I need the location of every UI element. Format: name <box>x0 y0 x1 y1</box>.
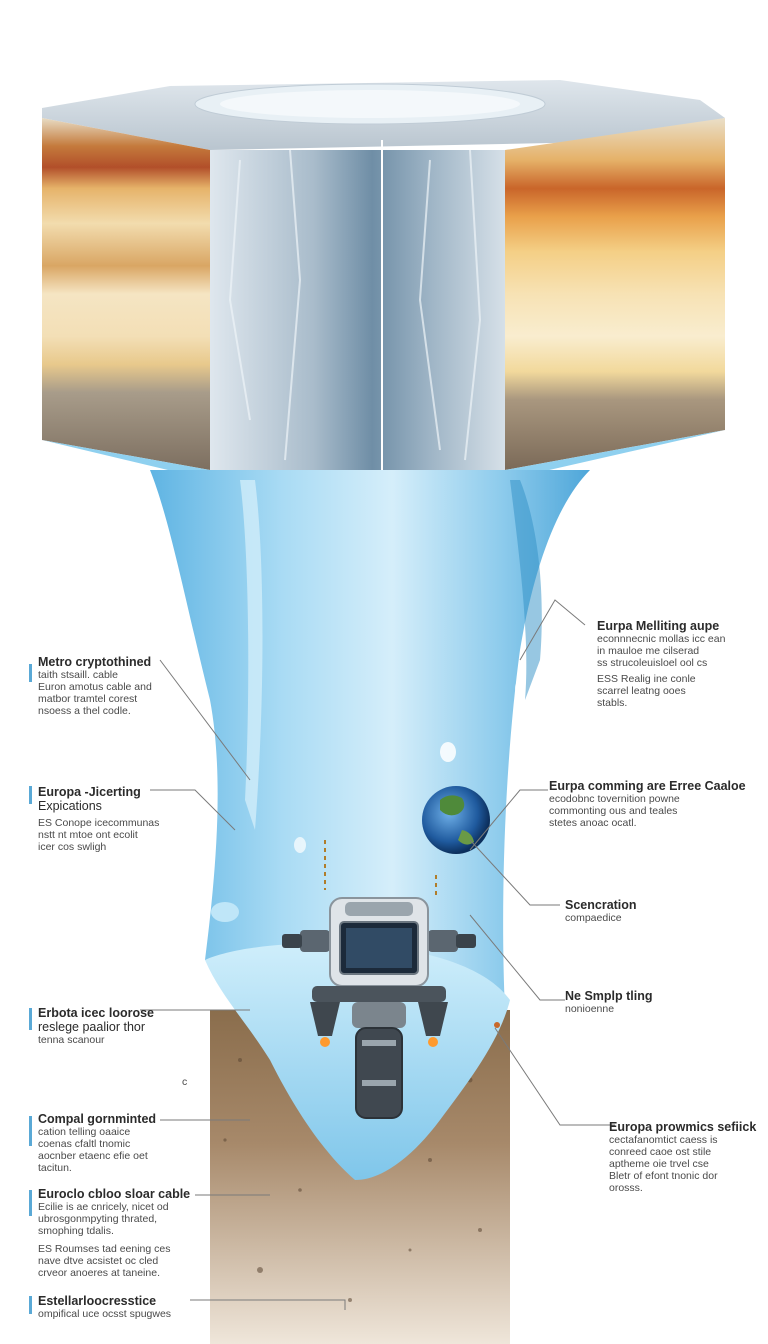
label-euroclo-line-2: ubrosgonmpyting thrated, <box>38 1213 158 1225</box>
accent-bar <box>29 786 32 804</box>
label-melting-line-2: in mauloe me cilserad <box>597 645 700 657</box>
label-erbota-sub: reslege paalior thor <box>38 1020 146 1034</box>
label-melting-more-2: scarrel leatng ooes <box>597 685 686 697</box>
stray-glyph: c <box>182 1076 187 1088</box>
label-compal-line-2: coenas cfaltl tnomic <box>38 1138 131 1150</box>
label-comming-line-1: ecodobnc tovernition powne <box>549 793 680 805</box>
accent-bar <box>29 1190 32 1216</box>
label-europa-jicerting-line-1: ES Conope icecommunas <box>38 817 160 829</box>
label-scencration: Scencration compaedice <box>565 898 637 924</box>
label-estellar-title: Estellarloocresstice <box>38 1294 157 1308</box>
label-prowmics: Europa prowmics sefiick cectafanomtict c… <box>609 1120 756 1194</box>
label-metro-line-2: Euron amotus cable and <box>38 681 152 693</box>
label-europa-jicerting: Europa -Jicerting Expications ES Conope … <box>38 785 159 853</box>
label-melting-title: Eurpa Melliting aupe <box>597 619 720 633</box>
label-melting-line-1: econnnecnic mollas icc ean <box>597 633 726 645</box>
label-erbota-title: Erbota icec loorose <box>38 1006 155 1020</box>
accent-bar <box>29 1008 32 1030</box>
label-prowmics-line-4: Bletr of efont tnonic dor <box>609 1170 718 1182</box>
label-melting-line-3: ss strucoleuisloel ool cs <box>597 657 708 669</box>
label-euroclo-line-1: Ecilie is ae cnricely, nicet od <box>38 1201 169 1213</box>
label-erbota: Erbota icec loorose reslege paalior thor… <box>38 1006 154 1046</box>
label-euroclo-line-3: smophing tdalis. <box>38 1225 114 1237</box>
label-estellar: Estellarloocresstice ompifical uce ocsst… <box>38 1294 171 1320</box>
strata-left <box>42 118 210 470</box>
label-europa-jicerting-line-3: icer cos swligh <box>38 841 107 853</box>
label-erbota-line-1: tenna scanour <box>38 1034 105 1046</box>
label-euroclo-bullet-3: crveor anoeres at taneine. <box>38 1267 160 1279</box>
label-metro: Metro cryptothined taith stsaill. cable … <box>38 655 152 717</box>
label-comming-title: Eurpa comming are Erree Caaloe <box>549 779 746 793</box>
label-estellar-line-1: ompifical uce ocsst spugwes <box>38 1308 172 1320</box>
label-prowmics-line-1: cectafanomtict caess is <box>609 1134 718 1146</box>
label-sampling: Ne Smplp tling nonioenne <box>565 989 653 1015</box>
label-melting: Eurpa Melliting aupe econnnecnic mollas … <box>597 619 725 709</box>
accent-bar <box>29 1296 32 1314</box>
label-euroclo-bullet-2: nave dtve acsistet oc cled <box>38 1255 159 1267</box>
label-europa-jicerting-sub: Expications <box>38 799 102 813</box>
label-metro-line-1: taith stsaill. cable <box>38 669 118 681</box>
strata-right <box>505 118 725 470</box>
cryobot-probe <box>282 840 476 1119</box>
label-scencration-line-1: compaedice <box>565 912 622 924</box>
label-sampling-title: Ne Smplp tling <box>565 989 653 1003</box>
accent-bar <box>29 664 32 682</box>
label-euroclo-bullet-1: ES Roumses tad eening ces <box>38 1243 171 1255</box>
stray-glyph-text: c <box>182 1076 188 1088</box>
label-metro-line-4: nsoess a thel codle. <box>38 705 131 717</box>
accent-bar <box>29 1116 32 1146</box>
label-metro-line-3: matbor tramtel corest <box>38 693 138 705</box>
label-europa-jicerting-line-2: nstt nt mtoe ont ecolit <box>38 829 138 841</box>
leader-lines <box>140 599 615 1310</box>
label-europa-jicerting-title: Europa -Jicerting <box>38 785 141 799</box>
label-euroclo: Euroclo cbloo sloar cable Ecilie is ae c… <box>38 1187 190 1279</box>
label-prowmics-title: Europa prowmics sefiick <box>609 1120 757 1134</box>
label-compal: Compal gornminted cation telling oaaice … <box>38 1112 156 1174</box>
label-sampling-line-1: nonioenne <box>565 1003 615 1015</box>
label-compal-title: Compal gornminted <box>38 1112 157 1126</box>
label-metro-title: Metro cryptothined <box>38 655 152 669</box>
label-comming: Eurpa comming are Erree Caaloe ecodobnc … <box>549 779 746 829</box>
label-compal-line-3: aocnber etaenc efie oet <box>38 1150 148 1162</box>
label-prowmics-line-5: orosss. <box>609 1182 643 1194</box>
label-compal-line-4: tacitun. <box>38 1162 72 1174</box>
label-scencration-title: Scencration <box>565 898 637 912</box>
label-melting-more-3: stabls. <box>597 697 628 709</box>
ice-shelf-interior <box>210 150 505 470</box>
label-prowmics-line-2: conreed caoe ost stile <box>609 1146 712 1158</box>
label-comming-line-3: stetes anoac ocatl. <box>549 817 637 829</box>
label-compal-line-1: cation telling oaaice <box>38 1126 131 1138</box>
label-melting-more-1: ESS Realig ine conle <box>597 673 696 685</box>
label-comming-line-2: commonting ous and teales <box>549 805 678 817</box>
planet-sphere <box>422 786 490 854</box>
label-euroclo-title: Euroclo cbloo sloar cable <box>38 1187 191 1201</box>
label-prowmics-line-3: aptheme oie trvel cse <box>609 1158 709 1170</box>
